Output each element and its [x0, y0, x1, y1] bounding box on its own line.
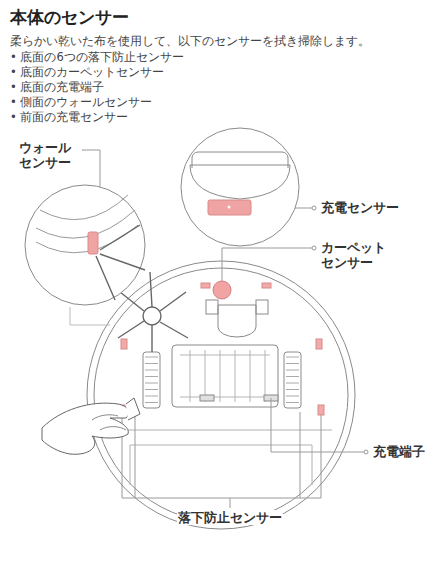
bullet-item: • 底面の6つの落下防止センサー	[10, 51, 184, 65]
callout-label: 充電センサー	[320, 200, 400, 215]
bullet-item: • 側面のウォールセンサー	[10, 96, 152, 110]
callout-label: カーペット センサー	[320, 240, 384, 270]
heading: 本体のセンサー	[10, 7, 129, 27]
bullet-item: • 底面の充電端子	[10, 81, 104, 95]
callout-label: ウォール センサー	[18, 140, 82, 170]
instruction-text: 柔らかい乾いた布を使用して、以下のセンサーを拭き掃除します。	[10, 35, 370, 49]
callout-label: 充電端子	[372, 444, 426, 459]
bullet-item: • 前面の充電センサー	[10, 111, 128, 125]
callout-label: 落下防止センサー	[177, 510, 283, 525]
bullet-item: • 底面のカーペットセンサー	[10, 66, 164, 80]
